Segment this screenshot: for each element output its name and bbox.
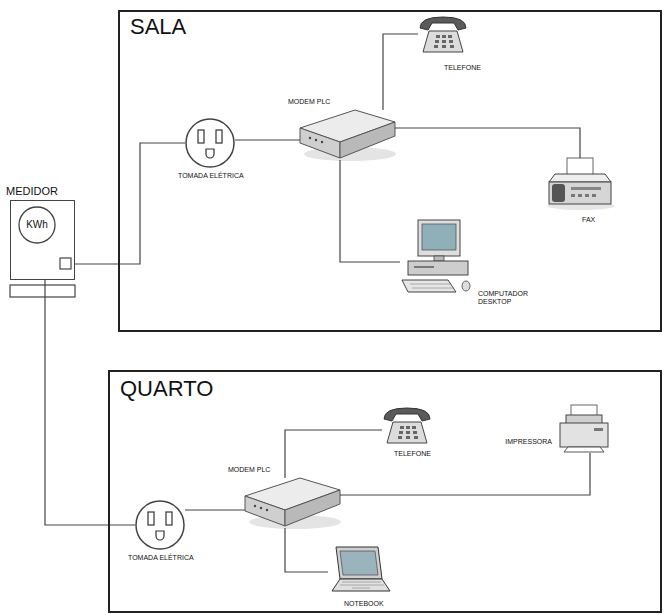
device-label: MODEM PLC (288, 98, 330, 106)
device-label: MODEM PLC (228, 466, 270, 474)
device-label: TOMADA ELÉTRICA (178, 172, 244, 180)
telephone-device: TELEFONE (418, 14, 468, 54)
device-label: NOTEBOOK (344, 600, 384, 608)
room-title: QUARTO (120, 376, 213, 401)
modem-icon (300, 110, 396, 161)
outlet-device: TOMADA ELÉTRICA (185, 118, 235, 168)
outlet-icon (136, 501, 184, 549)
meter-box: MEDIDORKWh (10, 200, 75, 280)
device-label: IMPRESSORA (500, 438, 552, 446)
meter-dial (19, 207, 55, 243)
power-line-connector (235, 139, 300, 140)
power-line-connector (340, 160, 400, 262)
device-label: TELEFONE (444, 64, 481, 72)
modem-device: MODEM PLC (245, 478, 340, 528)
meter-title: MEDIDOR (6, 185, 58, 198)
desktop-device: COMPUTADOR DESKTOP (400, 220, 475, 295)
power-line-connector (185, 509, 245, 510)
outlet-icon (186, 119, 234, 167)
power-line-connector (285, 430, 382, 478)
device-label: COMPUTADOR DESKTOP (478, 290, 533, 306)
room-box: QUARTO TELEFONE MODEM PLC IMPRESSORA TOMADA … (108, 370, 662, 613)
power-line-connector (75, 143, 185, 264)
power-line-connector (395, 128, 580, 158)
meter-terminal (60, 258, 71, 269)
power-line-connector (383, 34, 418, 110)
device-label: TELEFONE (394, 450, 431, 458)
fax-icon (547, 158, 615, 210)
notebook-icon (332, 547, 390, 591)
printer-device: IMPRESSORA (556, 405, 611, 453)
power-line-connector (340, 453, 590, 495)
desktop-icon (402, 220, 470, 292)
device-label: TOMADA ELÉTRICA (128, 554, 194, 562)
modem-device: MODEM PLC (300, 110, 395, 160)
meter-unit: KWh (19, 219, 55, 231)
outlet-device: TOMADA ELÉTRICA (135, 500, 185, 550)
telephone-icon (420, 17, 466, 52)
meter-bar (10, 285, 75, 297)
power-line-connector (45, 280, 135, 525)
room-title: SALA (130, 14, 186, 39)
fax-device: FAX (545, 158, 615, 210)
power-line-connector (285, 528, 328, 572)
printer-icon (560, 405, 608, 452)
room-box: SALA TELEFONE MODEM PLC TOMADA ELÉTRICA FAX C… (118, 10, 662, 332)
telephone-icon (384, 408, 430, 443)
notebook-device: NOTEBOOK (328, 545, 390, 597)
telephone-device: TELEFONE (382, 405, 432, 445)
device-label: FAX (582, 216, 595, 224)
modem-icon (245, 478, 341, 529)
